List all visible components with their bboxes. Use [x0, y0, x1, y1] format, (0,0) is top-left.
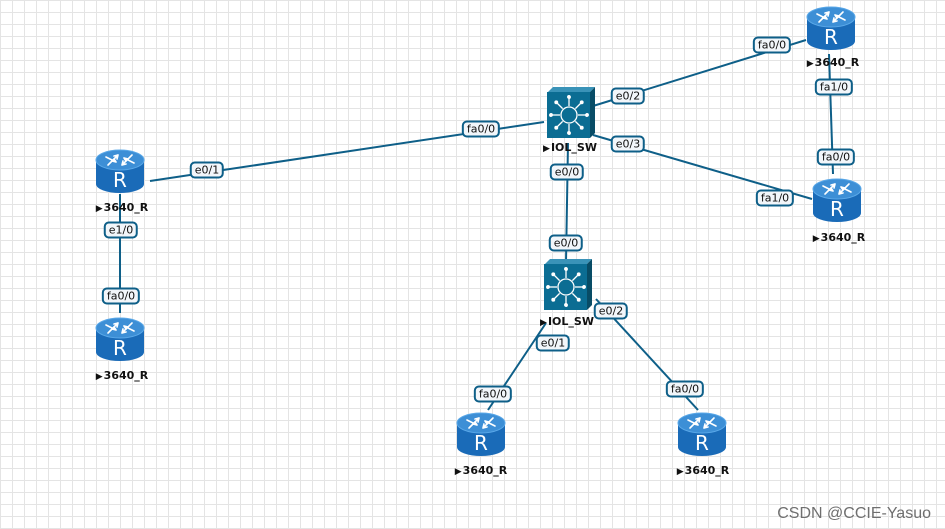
router-r_tr1[interactable]: R [806, 6, 856, 50]
port-label-r_tr2: fa1/0 [755, 189, 795, 207]
node-name-text: IOL_SW [550, 141, 597, 154]
node-name-sw2: ▶IOL_SW [540, 315, 594, 328]
port-label-r_bl: fa0/0 [473, 385, 513, 403]
links-layer [119, 39, 834, 411]
play-triangle-icon: ▶ [95, 372, 103, 382]
switch-sw1[interactable] [547, 87, 595, 138]
router-letter-icon: R [113, 168, 127, 192]
port-label-r_br: fa0/0 [665, 380, 705, 398]
play-triangle-icon: ▶ [812, 234, 820, 244]
router-arrows-icon [466, 417, 496, 429]
port-label-r_left2: fa0/0 [101, 287, 141, 305]
node-name-text: 3640_R [814, 56, 860, 69]
node-name-text: 3640_R [462, 464, 508, 477]
node-name-r_tr2: ▶3640_R [813, 231, 866, 244]
router-letter-icon: R [695, 431, 709, 455]
router-letter-icon: R [830, 197, 844, 221]
play-triangle-icon: ▶ [806, 59, 814, 69]
router-letter-icon: R [474, 431, 488, 455]
port-label-r_tr2: fa0/0 [816, 148, 856, 166]
router-arrows-icon [105, 154, 135, 166]
node-name-r_left1: ▶3640_R [96, 201, 149, 214]
port-label-sw1: e0/3 [610, 135, 646, 153]
play-triangle-icon: ▶ [676, 467, 684, 477]
node-name-r_bl: ▶3640_R [455, 464, 508, 477]
play-triangle-icon: ▶ [454, 467, 462, 477]
switch-sw2[interactable] [544, 259, 592, 310]
router-r_left2[interactable]: R [95, 317, 145, 361]
port-label-sw1: e0/1 [189, 161, 225, 179]
node-name-sw1: ▶IOL_SW [543, 141, 597, 154]
node-name-text: 3640_R [684, 464, 730, 477]
node-name-text: 3640_R [103, 369, 149, 382]
router-letter-icon: R [113, 336, 127, 360]
port-label-r_left1: fa0/0 [461, 120, 501, 138]
port-label-sw1: e0/0 [549, 163, 585, 181]
port-label-r_tr1: fa1/0 [814, 78, 854, 96]
node-name-r_tr1: ▶3640_R [807, 56, 860, 69]
node-name-text: 3640_R [103, 201, 149, 214]
router-arrows-icon [816, 11, 846, 23]
play-triangle-icon: ▶ [540, 318, 547, 328]
router-arrows-icon [687, 417, 717, 429]
play-triangle-icon: ▶ [95, 204, 103, 214]
port-label-sw1: e0/2 [610, 87, 646, 105]
port-label-r_tr1: fa0/0 [752, 36, 792, 54]
nodes-layer: R R R R R R [95, 6, 862, 456]
router-r_tr2[interactable]: R [812, 178, 862, 222]
play-triangle-icon: ▶ [543, 144, 550, 154]
router-r_br[interactable]: R [677, 412, 727, 456]
switch-arrows-icon [549, 95, 589, 135]
node-name-r_left2: ▶3640_R [96, 369, 149, 382]
router-r_left1[interactable]: R [95, 149, 145, 193]
router-arrows-icon [105, 322, 135, 334]
switch-arrows-icon [546, 267, 586, 307]
router-r_bl[interactable]: R [456, 412, 506, 456]
router-arrows-icon [822, 183, 852, 195]
node-name-text: IOL_SW [547, 315, 594, 328]
node-name-r_br: ▶3640_R [677, 464, 730, 477]
port-label-sw2: e0/1 [535, 334, 571, 352]
port-label-sw2: e0/0 [548, 234, 584, 252]
port-label-r_left1: e1/0 [103, 221, 139, 239]
node-name-text: 3640_R [820, 231, 866, 244]
router-letter-icon: R [824, 25, 838, 49]
port-label-sw2: e0/2 [593, 302, 629, 320]
watermark: CSDN @CCIE-Yasuo [777, 505, 931, 522]
